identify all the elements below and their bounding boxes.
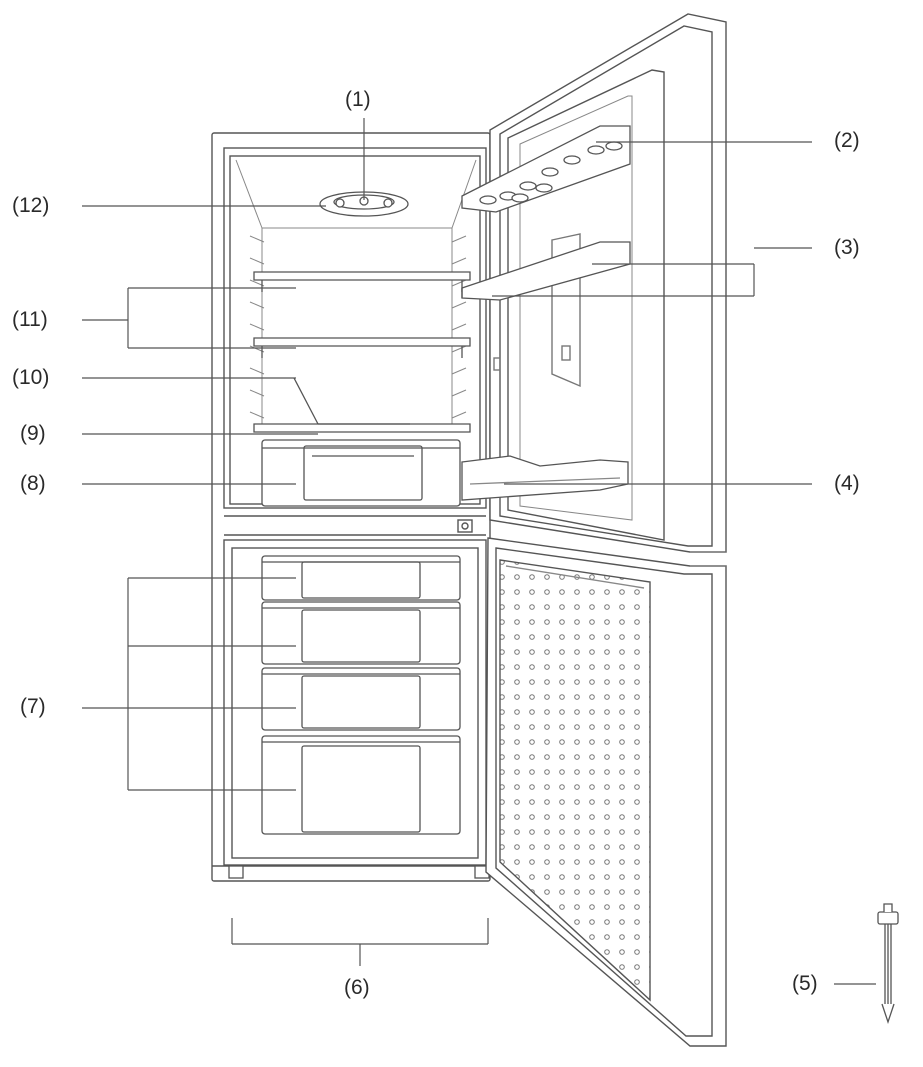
callout-6: (6) [344,976,370,999]
bottle-balcony [461,455,629,501]
callout-1: (1) [345,88,371,111]
callout-11: (11) [12,308,48,331]
freezer-drawers [261,555,461,835]
door-hinge-gap [690,551,726,567]
vegetable-crisper [261,439,461,507]
callout-12: (12) [12,194,50,217]
fridge-door [489,13,727,553]
callout-10: (10) [12,366,50,389]
glass-shelves [253,271,471,358]
adjustable-feet [228,865,490,879]
leader-lines [82,118,876,985]
callout-9: (9) [20,422,46,445]
spare-screw-part [877,903,899,1025]
freezer-door [485,537,727,1047]
callout-3: (3) [834,236,860,259]
callout-4: (4) [834,472,860,495]
callout-2: (2) [834,129,860,152]
cabinet-body [211,132,491,882]
egg-tray [461,125,631,213]
callout-7: (7) [20,695,46,718]
callout-8: (8) [20,472,46,495]
fridge-interior [235,159,477,425]
callout-5: (5) [792,972,818,995]
crisper-cover [253,377,471,433]
